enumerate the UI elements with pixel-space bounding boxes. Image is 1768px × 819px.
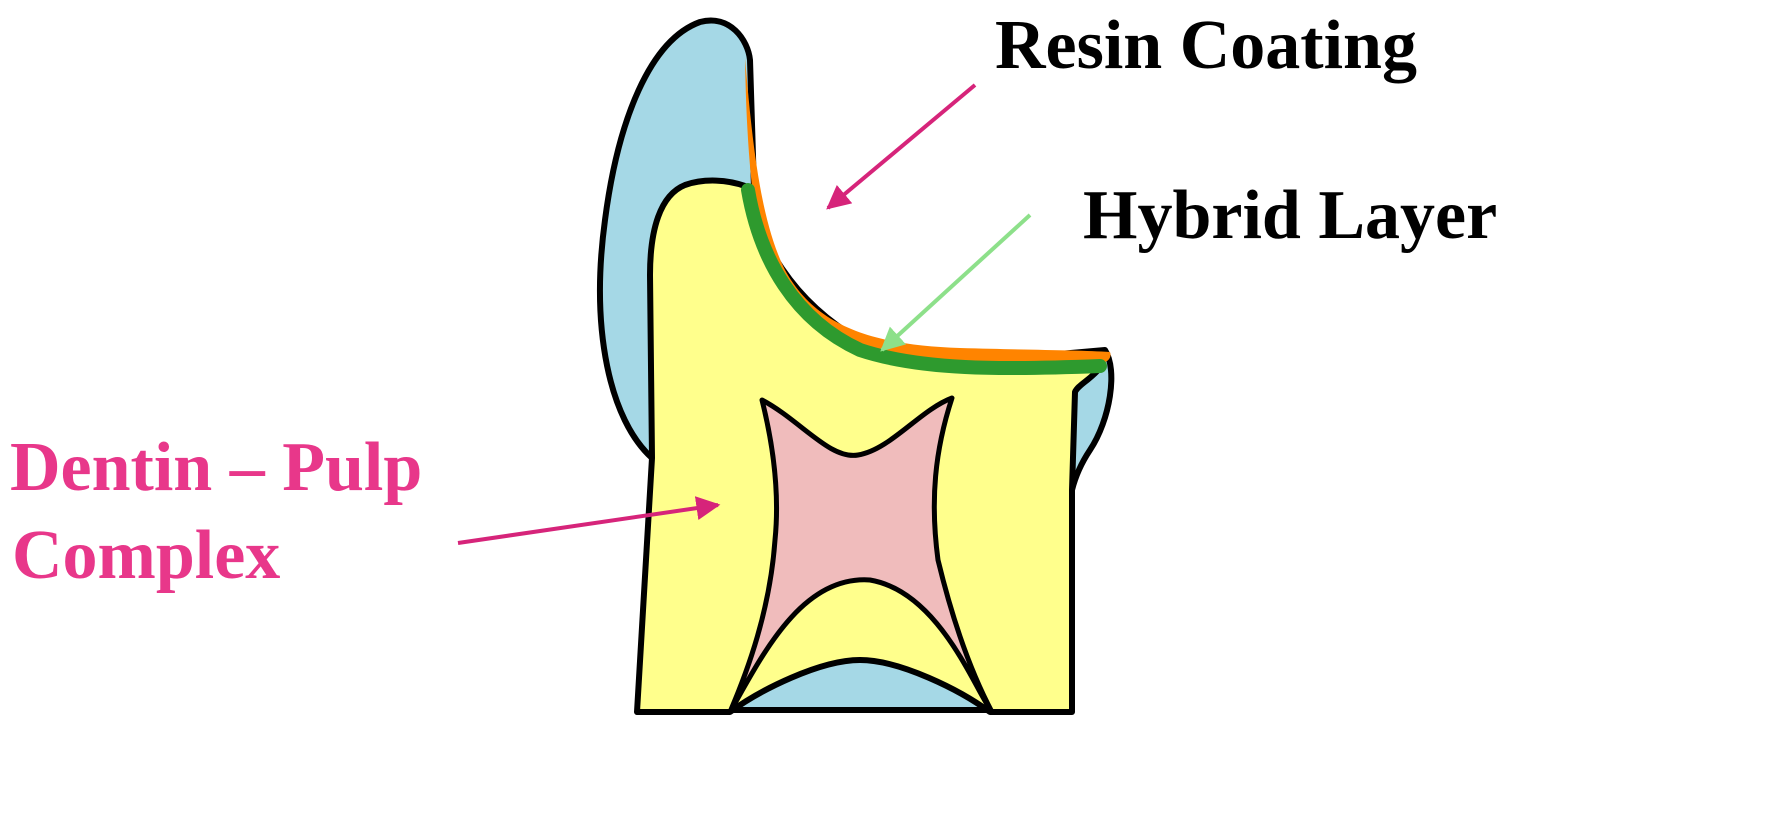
hybrid-layer-arrow bbox=[880, 213, 1032, 352]
dentin-shape bbox=[634, 177, 1103, 715]
resin-coating-arrow bbox=[826, 83, 977, 210]
resin-coating-label: Resin Coating bbox=[995, 7, 1417, 84]
dentin-pulp-label-line2: Complex bbox=[12, 517, 280, 594]
dentin-pulp-label-line1: Dentin – Pulp bbox=[10, 429, 422, 506]
dentin-pulp-arrow bbox=[457, 496, 721, 545]
hybrid-layer-band bbox=[741, 183, 1107, 376]
pulp-chamber-shape bbox=[727, 395, 995, 715]
hybrid-layer-label: Hybrid Layer bbox=[1083, 177, 1497, 254]
